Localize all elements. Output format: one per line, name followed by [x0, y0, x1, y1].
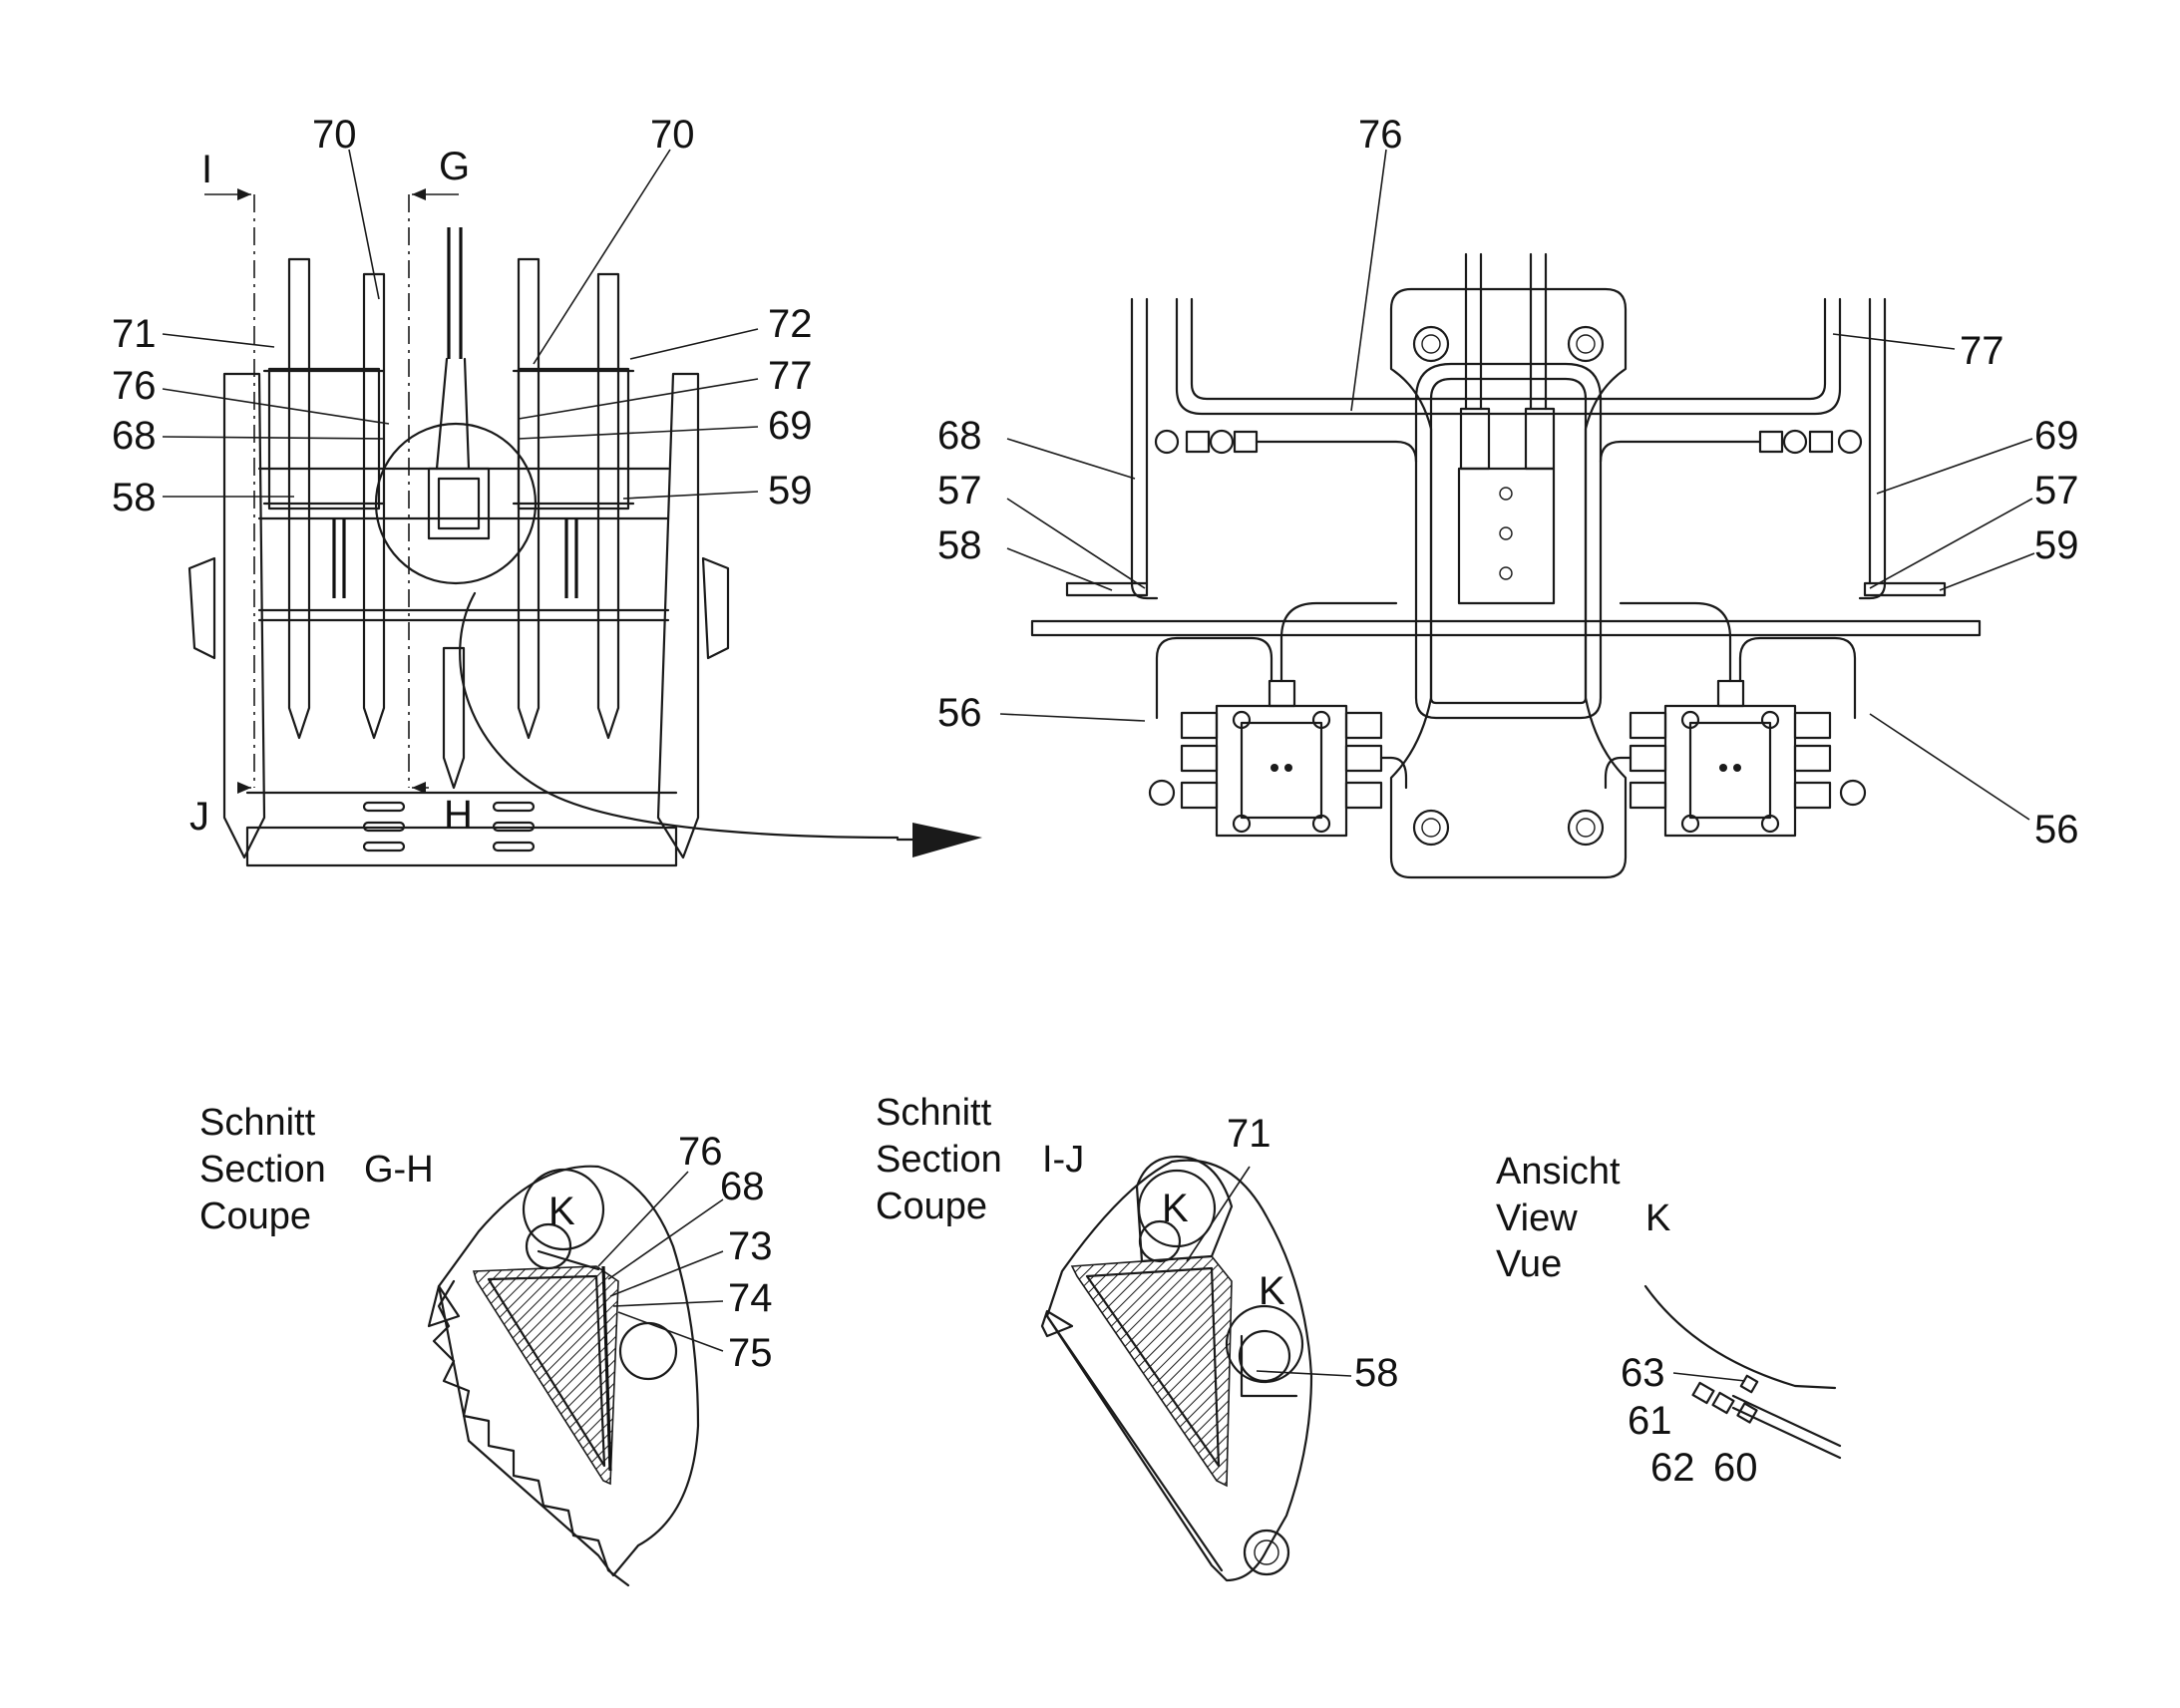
callout-58-ij: 58 — [1354, 1351, 1399, 1395]
callout-68-gh: 68 — [720, 1165, 765, 1208]
callout-section-G: G — [439, 145, 470, 188]
ij-circle-K-side — [1225, 1304, 1304, 1384]
callout-58-detail: 58 — [937, 523, 982, 567]
callout-section-H: H — [444, 793, 473, 837]
center-plate — [1389, 287, 1628, 879]
callout-76-gh: 76 — [678, 1130, 723, 1174]
caption-gh-line3: Coupe — [199, 1196, 311, 1237]
gh-circle-K — [522, 1168, 605, 1251]
callout-56-right: 56 — [2034, 808, 2079, 852]
bucket-left-ear — [187, 556, 216, 660]
callout-69: 69 — [768, 404, 813, 448]
callout-68-detail: 68 — [937, 414, 982, 458]
valve-fittings — [1148, 679, 1867, 810]
callout-76: 76 — [112, 364, 157, 408]
callout-58: 58 — [112, 476, 157, 519]
caption-k-line2: View — [1496, 1197, 1578, 1239]
callout-71: 71 — [112, 312, 157, 356]
callout-70-left: 70 — [312, 113, 357, 157]
callout-77-detail: 77 — [1960, 329, 2004, 373]
caption-k-line1: Ansicht — [1496, 1151, 1621, 1193]
ij-circle-K-top — [1137, 1169, 1217, 1248]
detail-view: 76 77 68 69 57 57 58 59 56 56 — [937, 113, 2079, 879]
bucket-right-side — [656, 372, 700, 859]
callout-68: 68 — [112, 414, 157, 458]
detail-leaders — [999, 149, 2035, 821]
bottom-slots — [362, 801, 536, 853]
callout-section-J: J — [189, 795, 209, 839]
callout-77: 77 — [768, 354, 813, 398]
caption-ij-tag: I-J — [1042, 1139, 1084, 1181]
callout-72: 72 — [768, 302, 813, 346]
center-valve-block — [1457, 467, 1556, 605]
caption-k-tag: K — [1645, 1197, 1670, 1239]
callout-K-ij-top: K — [1162, 1187, 1189, 1230]
callout-section-I: I — [201, 148, 212, 191]
callout-74-gh: 74 — [728, 1276, 773, 1320]
detail-transfer-arrow — [459, 591, 900, 840]
bucket-right-ear — [701, 556, 730, 660]
callout-60-k: 60 — [1713, 1446, 1758, 1490]
callout-59-detail: 59 — [2034, 523, 2079, 567]
bucket-bottom — [245, 826, 678, 867]
gh-serrated-edge — [432, 1279, 630, 1587]
bucket-left-side — [222, 372, 266, 859]
callout-56-left: 56 — [937, 691, 982, 735]
callout-57-left: 57 — [937, 469, 982, 512]
caption-ij-line3: Coupe — [876, 1186, 987, 1227]
frame-rails — [262, 227, 635, 598]
callout-K-gh: K — [548, 1190, 575, 1233]
cross-bar — [1030, 619, 1982, 637]
caption-gh-line1: Schnitt — [199, 1102, 316, 1144]
section-IJ-view: Schnitt Section Coupe I-J K K 71 58 — [876, 1092, 1399, 1582]
caption-ij-line2: Section — [876, 1139, 1002, 1181]
callout-61-k: 61 — [1628, 1399, 1672, 1443]
callout-70-right: 70 — [650, 113, 695, 157]
caption-k-line3: Vue — [1496, 1243, 1562, 1285]
section-GH-view: Schnitt Section Coupe G-H K 76 68 73 74 … — [199, 1102, 773, 1587]
caption-gh-line2: Section — [199, 1149, 326, 1191]
view-k-arc — [1643, 1284, 1837, 1390]
callout-62-k: 62 — [1650, 1446, 1695, 1490]
view-K: Ansicht View Vue K 63 61 62 60 — [1496, 1151, 1842, 1490]
callout-63-k: 63 — [1621, 1351, 1665, 1395]
callout-69-detail: 69 — [2034, 414, 2079, 458]
side-fittings — [1154, 429, 1863, 464]
ij-bucket-profile — [1045, 1159, 1313, 1582]
callout-K-ij-side: K — [1259, 1269, 1285, 1313]
overview-leaders — [162, 149, 759, 500]
callout-73-gh: 73 — [728, 1224, 773, 1268]
callout-57-right: 57 — [2034, 469, 2079, 512]
detail-circle — [374, 422, 538, 585]
callout-75-gh: 75 — [728, 1331, 773, 1375]
callout-76-detail: 76 — [1358, 113, 1403, 157]
tines — [287, 257, 620, 790]
caption-gh-tag: G-H — [364, 1149, 434, 1191]
callout-71-ij: 71 — [1227, 1112, 1272, 1156]
caption-ij-line1: Schnitt — [876, 1092, 992, 1134]
callout-59: 59 — [768, 469, 813, 512]
overview-view: 70 70 I G 71 72 76 77 68 69 58 59 J H — [112, 113, 982, 867]
